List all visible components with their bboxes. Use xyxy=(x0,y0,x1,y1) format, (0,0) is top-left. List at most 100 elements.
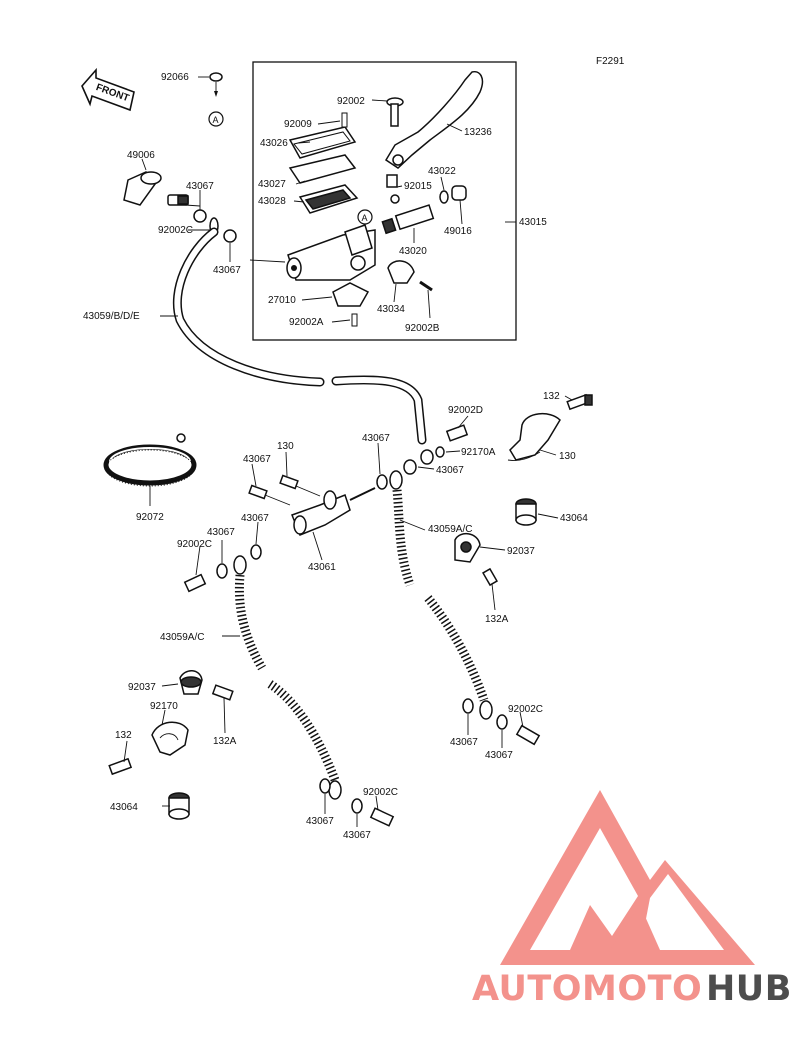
callout-27010: 27010 xyxy=(268,295,296,306)
callout-92066: 92066 xyxy=(161,72,189,83)
brake-switch-27010 xyxy=(332,282,370,307)
callout-92170A: 130 xyxy=(559,451,576,462)
bolt-132A-b xyxy=(211,684,234,701)
washer-43067-k xyxy=(351,798,363,814)
callout-43061: 43061 xyxy=(308,562,336,573)
callout-92002C-d: 92002C xyxy=(363,787,398,798)
washer-43067-b xyxy=(223,229,237,243)
clamp-92037-b xyxy=(179,670,203,695)
callout-92002B: 92002B xyxy=(405,323,440,334)
bracket-92170 xyxy=(151,721,189,756)
pivot-bolt-92002 xyxy=(386,97,404,127)
washer-43067-i xyxy=(496,714,508,730)
callout-92002A: 92002A xyxy=(289,317,324,328)
ring-92072 xyxy=(103,433,197,487)
bolt-132-b xyxy=(108,757,133,776)
clamp-92037-a xyxy=(454,533,481,563)
callout-92037-b: 92037 xyxy=(128,682,156,693)
callout-43067-g: 43067 xyxy=(207,527,235,538)
callout-43059AC-b: 43059A/C xyxy=(160,632,204,643)
callout-92037-a: 92037 xyxy=(507,546,535,557)
callout-43064-b: 43064 xyxy=(110,802,138,813)
hose-43059ac-right xyxy=(389,470,493,720)
callout-132A-b: 132A xyxy=(213,736,237,747)
callout-43026: 43026 xyxy=(260,138,288,149)
callout-92002C-b: 92002C xyxy=(177,539,212,550)
callout-92002C-a: 92002C xyxy=(158,225,193,236)
reservoir-cap-stack xyxy=(288,126,359,214)
callout-92002: 92002 xyxy=(337,96,365,107)
washer-43067-g xyxy=(216,563,228,579)
callout-43067-e: 43067 xyxy=(436,465,464,476)
svg-text:A: A xyxy=(213,115,219,125)
callout-labels: 92066 92002 92009 13236 43026 49006 4302… xyxy=(83,72,588,841)
watermark-logo: AUTOMOTO HUB xyxy=(472,790,791,1009)
bolt-92066 xyxy=(209,72,223,97)
figure-code: F2291 xyxy=(596,56,625,67)
callout-43022: 43022 xyxy=(428,166,456,177)
screw-92002A xyxy=(351,313,358,327)
callout-130-b: 43067 xyxy=(243,454,271,465)
callout-92170: 92170 xyxy=(150,701,178,712)
banjo-bolt-92002C-b xyxy=(183,573,207,593)
callout-43067-a: 43067 xyxy=(186,181,214,192)
banjo-bolt-92002C-a xyxy=(167,194,189,206)
splitter-43061 xyxy=(291,487,376,536)
hose-43059-bde xyxy=(172,227,427,445)
watermark-brand-automoto: AUTOMOTO xyxy=(472,969,702,1009)
nut-92015 xyxy=(386,174,400,204)
clamp-43034 xyxy=(387,260,433,292)
callout-132A-a: 132A xyxy=(485,614,509,625)
callout-43028: 43028 xyxy=(258,196,286,207)
callout-43067-c: 43067 xyxy=(362,433,390,444)
callout-43067-h: 43067 xyxy=(450,737,478,748)
callout-43067-j: 43067 xyxy=(306,816,334,827)
callout-43067-i: 43067 xyxy=(485,750,513,761)
banjo-bolt-92002D xyxy=(445,424,469,442)
callout-43067-f: 43067 xyxy=(241,513,269,524)
watermark-triangle-icon xyxy=(500,790,755,965)
ref-marker-a-body: A xyxy=(357,209,373,225)
bolt-132-a xyxy=(566,393,593,411)
washer-43067-e xyxy=(403,459,417,475)
callout-43059AC-a: 43059A/C xyxy=(428,524,472,535)
front-arrow-icon: FRONT xyxy=(81,67,135,112)
washer-43067-h xyxy=(462,698,474,714)
screw-92009 xyxy=(341,112,348,128)
callout-13236: 13236 xyxy=(464,127,492,138)
bolt-132A-a xyxy=(482,567,498,587)
callout-92015: 92015 xyxy=(404,181,432,192)
callout-43059BDE: 43059/B/D/E xyxy=(83,311,140,322)
brake-lever-13236 xyxy=(384,70,484,169)
master-cylinder-body xyxy=(286,224,376,281)
assembly-box-43015 xyxy=(252,61,517,341)
washer-43067-j xyxy=(319,778,331,794)
banjo-bolt-92002C-d xyxy=(369,807,395,827)
banjo-bolt-92002C-c xyxy=(515,724,541,746)
callout-43067-d: 92170A xyxy=(461,447,496,458)
bolt-130-a xyxy=(248,484,291,506)
callout-49006: 49006 xyxy=(127,150,155,161)
washer-43067-d xyxy=(376,474,388,490)
grommet-43064-b xyxy=(168,792,190,820)
leader-lines xyxy=(123,76,573,827)
washer-43067-f xyxy=(250,544,262,560)
callout-92002D: 92002D xyxy=(448,405,483,416)
cap-49006 xyxy=(123,171,162,206)
callout-43064-a: 43064 xyxy=(560,513,588,524)
callout-49016: 49016 xyxy=(444,226,472,237)
bolt-130-b xyxy=(279,474,321,497)
svg-text:A: A xyxy=(362,213,368,223)
callout-43027: 43027 xyxy=(258,179,286,190)
callout-43067-k: 43067 xyxy=(343,830,371,841)
callout-132-a: 132 xyxy=(543,391,560,402)
callout-43020: 43020 xyxy=(399,246,427,257)
piston-assy-43020 xyxy=(381,185,467,235)
bracket-92170A xyxy=(507,413,561,461)
callout-132-b: 132 xyxy=(115,730,132,741)
ref-marker-a-top: A xyxy=(208,111,224,127)
callout-43067-b: 43067 xyxy=(213,265,241,276)
hose-43059ac-left xyxy=(233,555,342,800)
callout-43015: 43015 xyxy=(519,217,547,228)
